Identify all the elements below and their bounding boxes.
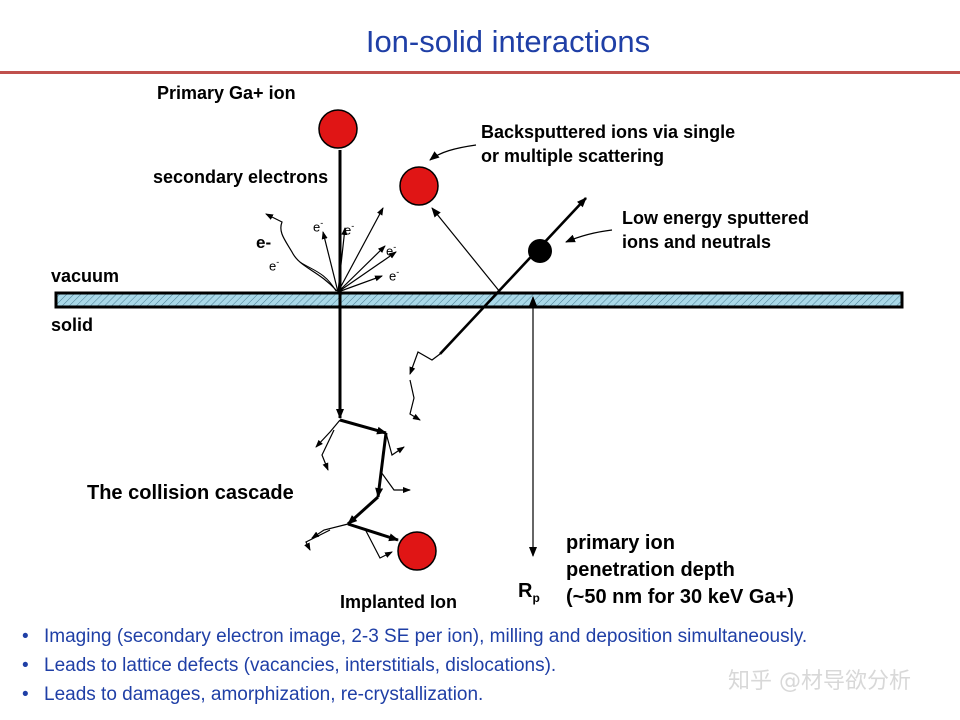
sputtered-neutral-sphere	[528, 239, 552, 263]
electron-label-5: e-	[389, 267, 400, 284]
slide-title: Ion-solid interactions	[365, 24, 651, 59]
primary-ion-sphere	[318, 109, 358, 149]
electron-symbol: e	[313, 219, 321, 235]
backsputter-pointer	[429, 144, 477, 161]
low-energy-label-line2: ions and neutrals	[622, 232, 772, 252]
backsputtered-ion-sphere	[399, 166, 439, 206]
solid-label: solid	[51, 315, 94, 335]
electron-label-big: e-	[256, 233, 272, 252]
backsputtered-label-line1: Backsputtered ions via single	[481, 122, 736, 142]
electron-label-4: e-	[386, 242, 397, 259]
secondary-electron-rays	[265, 207, 397, 293]
electron-symbol: e	[344, 222, 352, 238]
bullet-item: Leads to damages, amorphization, re-crys…	[22, 680, 807, 709]
primary-ion-label: Primary Ga+ ion	[157, 83, 296, 103]
rp-symbol-label: Rp	[518, 580, 540, 610]
rp-subscript: p	[532, 591, 540, 605]
electron-label-3: e-	[269, 257, 280, 274]
penetration-label-line1: primary ion	[566, 532, 675, 554]
watermark: 知乎 @材导欲分析	[728, 669, 911, 694]
low-energy-label-line1: Low energy sputtered	[622, 208, 810, 228]
bullet-item: Imaging (secondary electron image, 2-3 S…	[22, 622, 807, 651]
implanted-ion-sphere	[397, 531, 437, 571]
bullet-list: Imaging (secondary electron image, 2-3 S…	[22, 622, 807, 709]
collision-cascade-label: The collision cascade	[87, 482, 294, 504]
sputter-pointer	[565, 229, 613, 243]
electron-label-2: e-	[344, 221, 355, 238]
electron-symbol: e	[269, 258, 277, 274]
rp-symbol: R	[518, 580, 533, 602]
surface-band	[54, 291, 904, 309]
penetration-label-line2: penetration depth	[566, 559, 735, 581]
electron-symbol: e	[386, 243, 394, 259]
vacuum-label: vacuum	[51, 266, 120, 286]
sputter-trajectory	[439, 197, 587, 355]
collision-cascade	[304, 351, 441, 559]
electron-label-1: e-	[313, 218, 324, 235]
backsputter-trajectory	[431, 207, 501, 293]
title-underline	[0, 71, 960, 74]
penetration-label-line3: (~50 nm for 30 keV Ga+)	[566, 586, 794, 608]
implanted-ion-label: Implanted Ion	[340, 592, 457, 612]
electron-symbol: e	[389, 268, 397, 284]
backsputtered-label-line2: or multiple scattering	[481, 146, 665, 166]
bullet-item: Leads to lattice defects (vacancies, int…	[22, 651, 807, 680]
secondary-electrons-label: secondary electrons	[153, 167, 329, 187]
